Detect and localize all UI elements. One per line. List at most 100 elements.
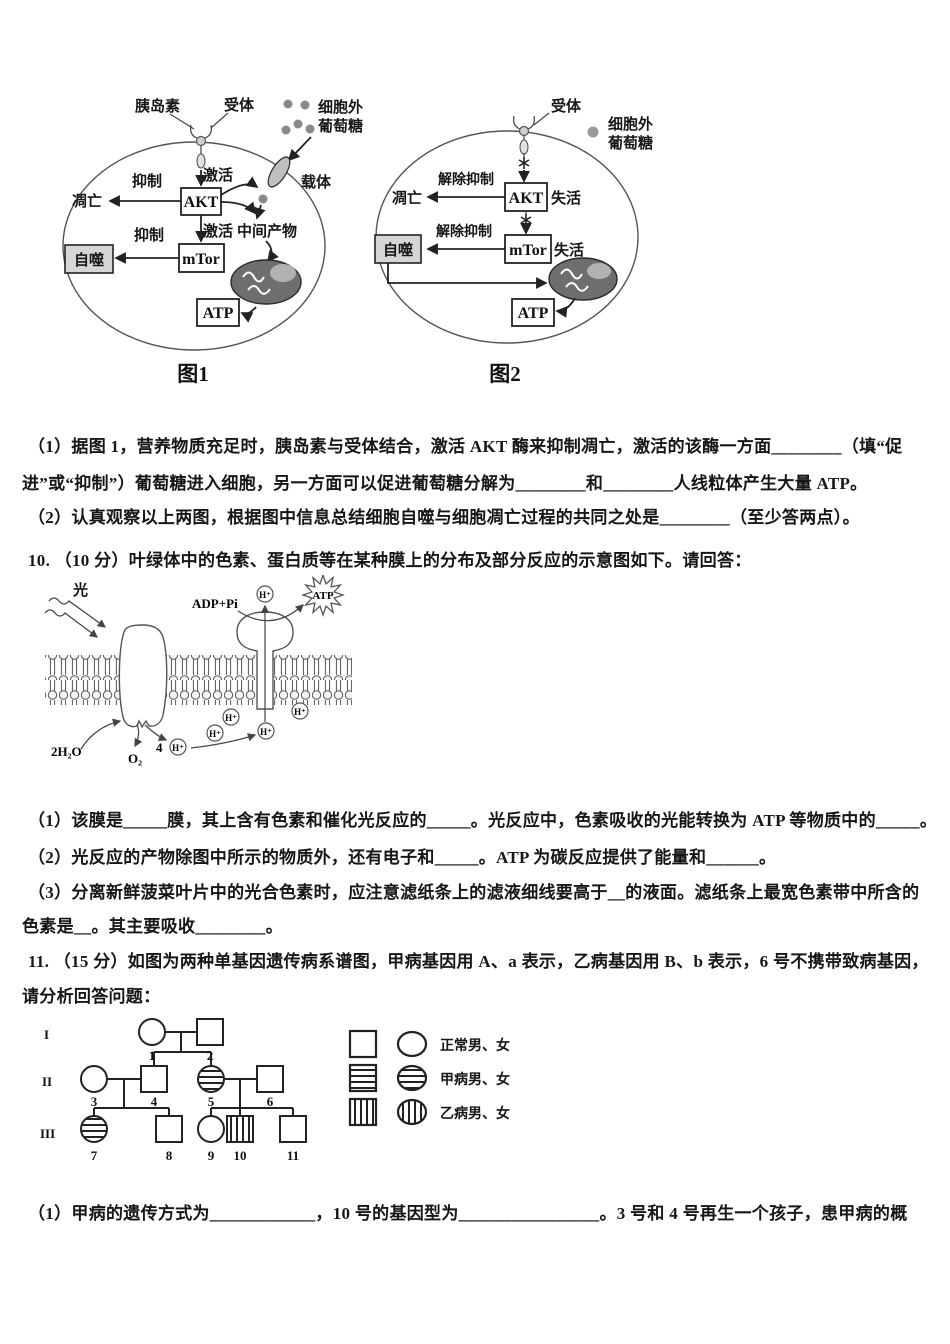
adp-to-atp-arrow bbox=[237, 604, 304, 622]
apoptosis-label: 凋亡 bbox=[392, 189, 422, 207]
q11-heading-line1: 11. （15 分）如图为两种单基因遗传病系谱图，甲病基因用 A、a 表示，乙病… bbox=[28, 952, 929, 971]
proton-release-arrow bbox=[144, 724, 168, 741]
individual-7-disease-a bbox=[80, 1115, 108, 1143]
disease-b-male-icon bbox=[348, 1097, 378, 1127]
figure1-cell-signaling-diagram: 胰岛素 受体 细胞外 葡萄糖 载体 激活 AKT 抑制 凋亡 激活 中间产物 m… bbox=[62, 96, 363, 386]
individual-8 bbox=[155, 1115, 183, 1143]
legend-label-disease-a: 甲病男、女 bbox=[440, 1071, 510, 1088]
number-8: 8 bbox=[166, 1148, 173, 1163]
number-4: 4 bbox=[151, 1094, 158, 1109]
h-plus-4: H⁺ bbox=[169, 738, 187, 756]
svg-text:ATP: ATP bbox=[312, 590, 333, 602]
individual-2 bbox=[196, 1018, 224, 1046]
cell-membrane-outline bbox=[62, 141, 326, 351]
legend-row-normal: 正常男、女 bbox=[348, 1029, 510, 1059]
generation-label-1: I bbox=[44, 1027, 49, 1042]
photosystem-protein bbox=[118, 624, 168, 729]
glucose-inside-dot bbox=[258, 194, 268, 204]
number-10: 10 bbox=[234, 1148, 247, 1163]
individual-9 bbox=[197, 1115, 225, 1143]
receptor-pointer bbox=[210, 112, 229, 129]
h-plus-free-3: H⁺ bbox=[257, 722, 275, 740]
akt-label: AKT bbox=[509, 190, 544, 207]
oxygen-arrow bbox=[134, 723, 143, 748]
autophagy-box bbox=[64, 244, 114, 274]
oxygen-label: O₂ bbox=[128, 751, 142, 766]
q11-heading-line2: 请分析回答问题： bbox=[22, 987, 161, 1006]
receptor-pointer bbox=[533, 112, 550, 126]
glucose-to-intermediate-arrow bbox=[254, 204, 266, 220]
number-6: 6 bbox=[267, 1094, 274, 1109]
number-9: 9 bbox=[208, 1148, 215, 1163]
adp-pi-label: ADP+Pi bbox=[192, 596, 238, 611]
h-plus-top: H⁺ bbox=[256, 585, 274, 603]
individual-11 bbox=[279, 1115, 307, 1143]
akt-box bbox=[504, 182, 548, 212]
generation-label-3: III bbox=[40, 1126, 55, 1141]
number-3: 3 bbox=[91, 1094, 98, 1109]
svg-text:H⁺: H⁺ bbox=[172, 743, 184, 753]
akt-label: AKT bbox=[184, 194, 219, 211]
extracellular-label-1: 细胞外 bbox=[318, 98, 363, 116]
autophagy-label: 自噬 bbox=[74, 251, 104, 269]
insulin-pointer bbox=[169, 113, 195, 130]
q10-part2: （2）光反应的产物除图中所示的物质外，还有电子和_____。ATP 为碳反应提供… bbox=[28, 848, 777, 867]
four-label: 4 bbox=[156, 740, 163, 755]
normal-female-icon bbox=[396, 1030, 428, 1058]
h-plus-free-4: H⁺ bbox=[291, 702, 309, 720]
mitochondrion-icon bbox=[230, 259, 302, 305]
pedigree-lines bbox=[93, 1031, 294, 1116]
proton-diffusion-arrow bbox=[190, 733, 257, 749]
q10-heading: 10. （10 分）叶绿体中的色素、蛋白质等在某种膜上的分布及部分反应的示意图如… bbox=[28, 551, 752, 570]
intermediate-to-mito-arrow bbox=[265, 240, 279, 263]
inhibit-label-2: 抑制 bbox=[134, 226, 164, 244]
inactive-label-1: 失活 bbox=[551, 189, 581, 207]
individual-6 bbox=[256, 1065, 284, 1093]
autophagy-box bbox=[374, 234, 422, 264]
pedigree-chart: I II III 1 2 3 4 5 6 bbox=[40, 1018, 307, 1163]
activate-label-2: 激活 bbox=[203, 222, 233, 240]
light-label: 光 bbox=[72, 581, 88, 599]
activate-label-1: 激活 bbox=[203, 166, 233, 184]
receptor-icon bbox=[513, 115, 535, 155]
number-11: 11 bbox=[287, 1148, 299, 1163]
blocked-icon bbox=[520, 214, 532, 226]
mtor-box bbox=[178, 243, 225, 273]
glucose-dot-icon bbox=[587, 126, 599, 138]
release-label-1: 解除抑制 bbox=[438, 171, 494, 188]
intermediate-label: 中间产物 bbox=[237, 222, 297, 240]
mtor-label: mTor bbox=[509, 242, 547, 259]
disease-a-female-icon bbox=[396, 1064, 428, 1092]
figure2-cell-signaling-diagram: 受体 细胞外 葡萄糖 AKT 失活 解除抑制 凋亡 mTor 失活 解除抑制 自… bbox=[374, 97, 653, 386]
mtor-label: mTor bbox=[182, 251, 220, 268]
water-label: 2H₂O bbox=[51, 744, 82, 759]
svg-text:H⁺: H⁺ bbox=[209, 729, 221, 739]
autophagy-label: 自噬 bbox=[383, 241, 413, 259]
disease-a-male-icon bbox=[348, 1063, 378, 1093]
atp-box bbox=[511, 298, 555, 327]
carrier-icon bbox=[267, 156, 291, 188]
lipid-bilayer-top bbox=[45, 655, 352, 680]
atp-label: ATP bbox=[203, 305, 234, 322]
figure2-caption: 图2 bbox=[489, 362, 521, 386]
q10-part3-line2: 色素是__。其主要吸收________。 bbox=[22, 917, 283, 936]
pedigree-legend: 正常男、女 甲病男、女 乙病男、女 bbox=[348, 1029, 510, 1127]
release-label-2: 解除抑制 bbox=[436, 223, 492, 240]
insulin-label: 胰岛素 bbox=[135, 97, 180, 115]
q9-part2: （2）认真观察以上两图，根据图中信息总结细胞自噬与细胞凋亡过程的共同之处是___… bbox=[28, 508, 860, 527]
receptor-icon bbox=[190, 124, 212, 169]
autophagy-to-mito-arrow bbox=[387, 263, 548, 289]
q9-part1-line2: 进”或“抑制”）葡萄糖进入细胞，另一方面可以促进葡萄糖分解为________和_… bbox=[22, 474, 868, 493]
extracellular-label-2: 葡萄糖 bbox=[607, 134, 653, 152]
inactive-label-2: 失活 bbox=[554, 241, 584, 259]
atp-label: ATP bbox=[518, 305, 549, 322]
number-5: 5 bbox=[208, 1094, 215, 1109]
q9-part1-line1: （1）据图 1，营养物质充足时，胰岛素与受体结合，激活 AKT 酶来抑制凋亡，激… bbox=[28, 437, 903, 456]
legend-label-normal: 正常男、女 bbox=[440, 1037, 510, 1054]
mtor-box bbox=[504, 234, 552, 264]
mitochondrion-icon bbox=[548, 257, 618, 301]
legend-row-disease-a: 甲病男、女 bbox=[348, 1063, 510, 1093]
q11-part1: （1）甲病的遗传方式为____________，10 号的基因型为_______… bbox=[28, 1204, 908, 1223]
individual-4 bbox=[140, 1065, 168, 1093]
